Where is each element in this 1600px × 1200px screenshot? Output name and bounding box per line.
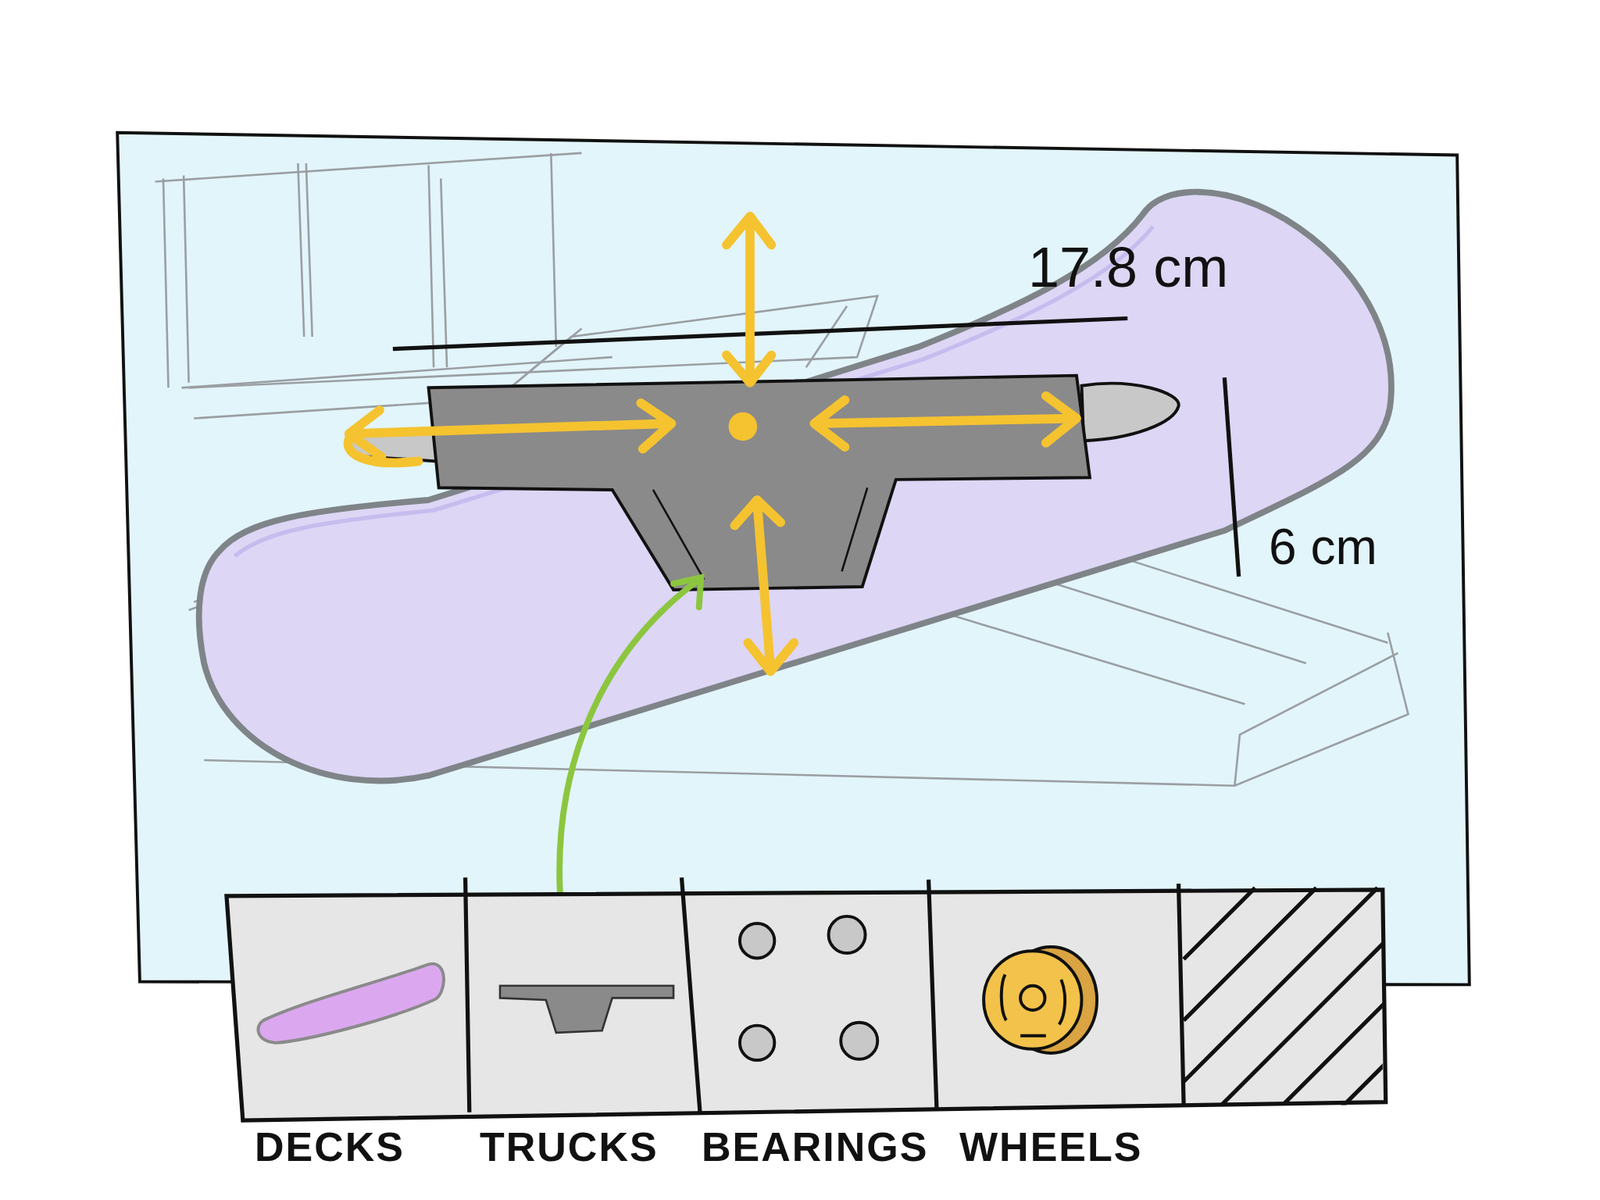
sketch-stroke	[155, 153, 583, 183]
sketch-stroke	[739, 916, 878, 1061]
sketch-stroke	[745, 219, 755, 380]
sketch-stroke	[728, 412, 758, 442]
room-sketch	[155, 153, 1409, 786]
sketch-stroke	[465, 877, 1185, 1112]
width-dimension: 17.8 cm	[1028, 239, 1229, 296]
toolbar-cell: TRUCKS	[465, 896, 682, 1121]
sketch-stroke	[726, 216, 772, 246]
sketch-stroke	[500, 985, 674, 1033]
sketch-stroke	[1081, 383, 1179, 441]
sketch-stroke	[226, 889, 1386, 1121]
sketch-stroke	[757, 502, 771, 669]
sketch-stroke	[550, 153, 557, 347]
sketch-stroke	[739, 923, 775, 958]
sketch-stroke	[1001, 974, 1065, 1036]
deck-illustration	[199, 192, 1392, 782]
sketch-stroke	[428, 165, 435, 368]
sketch-stroke	[814, 400, 845, 447]
sketch-stroke	[840, 1022, 878, 1060]
sketch-stroke	[739, 1025, 775, 1061]
sketch-stroke	[1183, 887, 1383, 1105]
category-label: TRUCKS	[479, 1126, 659, 1168]
sketch-stroke	[734, 500, 781, 526]
toolbar-cell: BEARINGS	[681, 896, 929, 1121]
sketch-stroke	[306, 163, 313, 337]
sketch-stroke	[747, 642, 794, 672]
sketch-stroke	[983, 950, 1082, 1049]
preview-panel	[117, 132, 1470, 986]
toolbar	[226, 877, 1388, 1121]
sketch-stroke	[806, 306, 847, 368]
sketch-stroke	[726, 355, 772, 383]
sketch-stroke	[348, 433, 419, 463]
sketch-stroke	[297, 163, 304, 337]
sketch-stroke	[440, 178, 447, 368]
sketch-stroke	[181, 357, 612, 388]
sketch-stroke	[193, 403, 429, 419]
sketch-stroke	[673, 577, 701, 608]
sketch-stroke	[1224, 377, 1239, 577]
sketch-stroke	[1046, 396, 1077, 443]
sketch-stroke	[828, 916, 866, 954]
category-label: DECKS	[254, 1126, 405, 1168]
sketch-stroke	[640, 403, 672, 450]
sketch-stroke	[1234, 653, 1398, 786]
sketch-stroke	[257, 964, 444, 1043]
sketch-stroke	[1020, 985, 1045, 1011]
toolbar-cell: WHEELS	[928, 896, 1179, 1121]
sketch-stroke	[816, 418, 1074, 425]
sketch-stroke	[510, 328, 582, 389]
category-label: WHEELS	[959, 1126, 1143, 1168]
sketch-stroke	[352, 423, 669, 434]
sketch-stroke	[199, 192, 1392, 782]
sketch-stroke	[183, 175, 190, 383]
toolbar-cell: DECKS	[226, 896, 466, 1121]
sketch-stroke	[1183, 887, 1383, 1105]
height-dimension: 6 cm	[1268, 521, 1378, 572]
sketch-stroke	[163, 178, 169, 389]
sketch-stroke	[907, 602, 1245, 705]
sketch-stroke	[392, 318, 1128, 350]
category-label: BEARINGS	[701, 1126, 929, 1168]
move-arrows	[348, 216, 1077, 672]
